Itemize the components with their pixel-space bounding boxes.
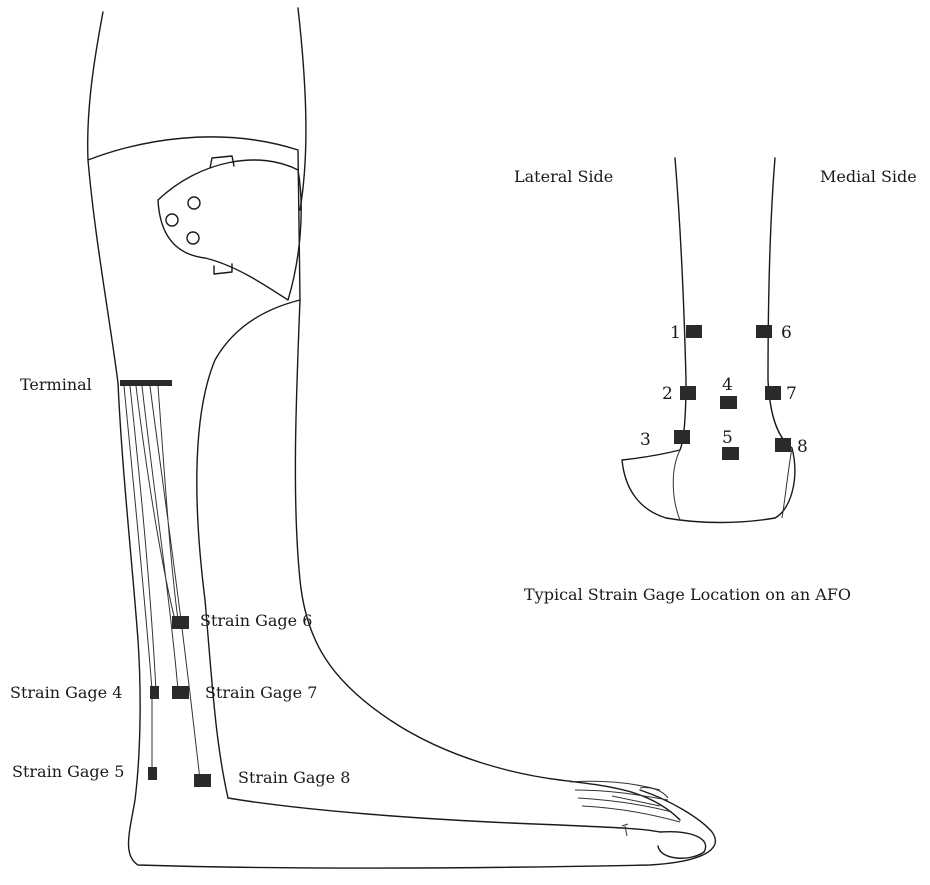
gage-8-number: 8: [797, 437, 808, 457]
strain-gage-4-label: Strain Gage 4: [10, 683, 122, 702]
rivet-icon: [166, 214, 178, 226]
strain-gage-5-label: Strain Gage 5: [12, 762, 124, 781]
rivet-icon: [188, 197, 200, 209]
gage-3-marker: [674, 430, 690, 444]
back-view-heel: [666, 518, 775, 523]
strain-gage-8-label: Strain Gage 8: [238, 768, 350, 787]
toe-mark: [622, 824, 628, 836]
gage-4-marker: [720, 396, 737, 409]
gage-5-marker: [722, 447, 739, 460]
gage-6-number: 6: [781, 323, 792, 343]
afo-footplate: [228, 798, 660, 832]
gage-7-number: 7: [786, 384, 797, 404]
strain-gage-6-label: Strain Gage 6: [200, 611, 312, 630]
big-toe: [658, 832, 706, 859]
gage-7-marker: [765, 386, 781, 400]
terminal-label: Terminal: [20, 375, 92, 394]
lateral-side-label: Lateral Side: [514, 167, 613, 186]
medial-side-label: Medial Side: [820, 167, 917, 186]
terminal-block: [120, 380, 172, 386]
gage-8-marker: [775, 438, 791, 452]
gage-2-number: 2: [662, 384, 673, 404]
strain-gage-8-marker: [194, 774, 211, 787]
calf-to-foot-contour: [295, 300, 680, 820]
back-view-caption: Typical Strain Gage Location on an AFO: [524, 585, 851, 604]
gage-6-marker: [756, 325, 772, 338]
gage-2-marker: [680, 386, 696, 400]
strain-gage-5-marker: [148, 767, 157, 780]
leg-front-contour: [88, 12, 103, 160]
wire-bundle: [124, 386, 200, 780]
strain-gage-4-marker: [150, 686, 159, 699]
strain-gage-7-label: Strain Gage 7: [205, 683, 317, 702]
gage-1-number: 1: [670, 323, 681, 343]
toe-lines: [570, 781, 680, 822]
strain-gage-7-marker: [172, 686, 189, 699]
calf-strap: [158, 160, 301, 300]
leg-side-view: Terminal Strain Gage 6 Strain Gage 4 Str…: [10, 8, 715, 868]
gage-4-number: 4: [722, 375, 733, 395]
gage-3-number: 3: [640, 430, 651, 450]
gage-1-marker: [686, 325, 702, 338]
strain-gage-6-marker: [172, 616, 189, 629]
gage-5-number: 5: [722, 428, 733, 448]
rivet-icon: [187, 232, 199, 244]
afo-back-view: 1 2 3 4 5 6 7 8 Lateral Side Medial Side…: [514, 158, 917, 604]
